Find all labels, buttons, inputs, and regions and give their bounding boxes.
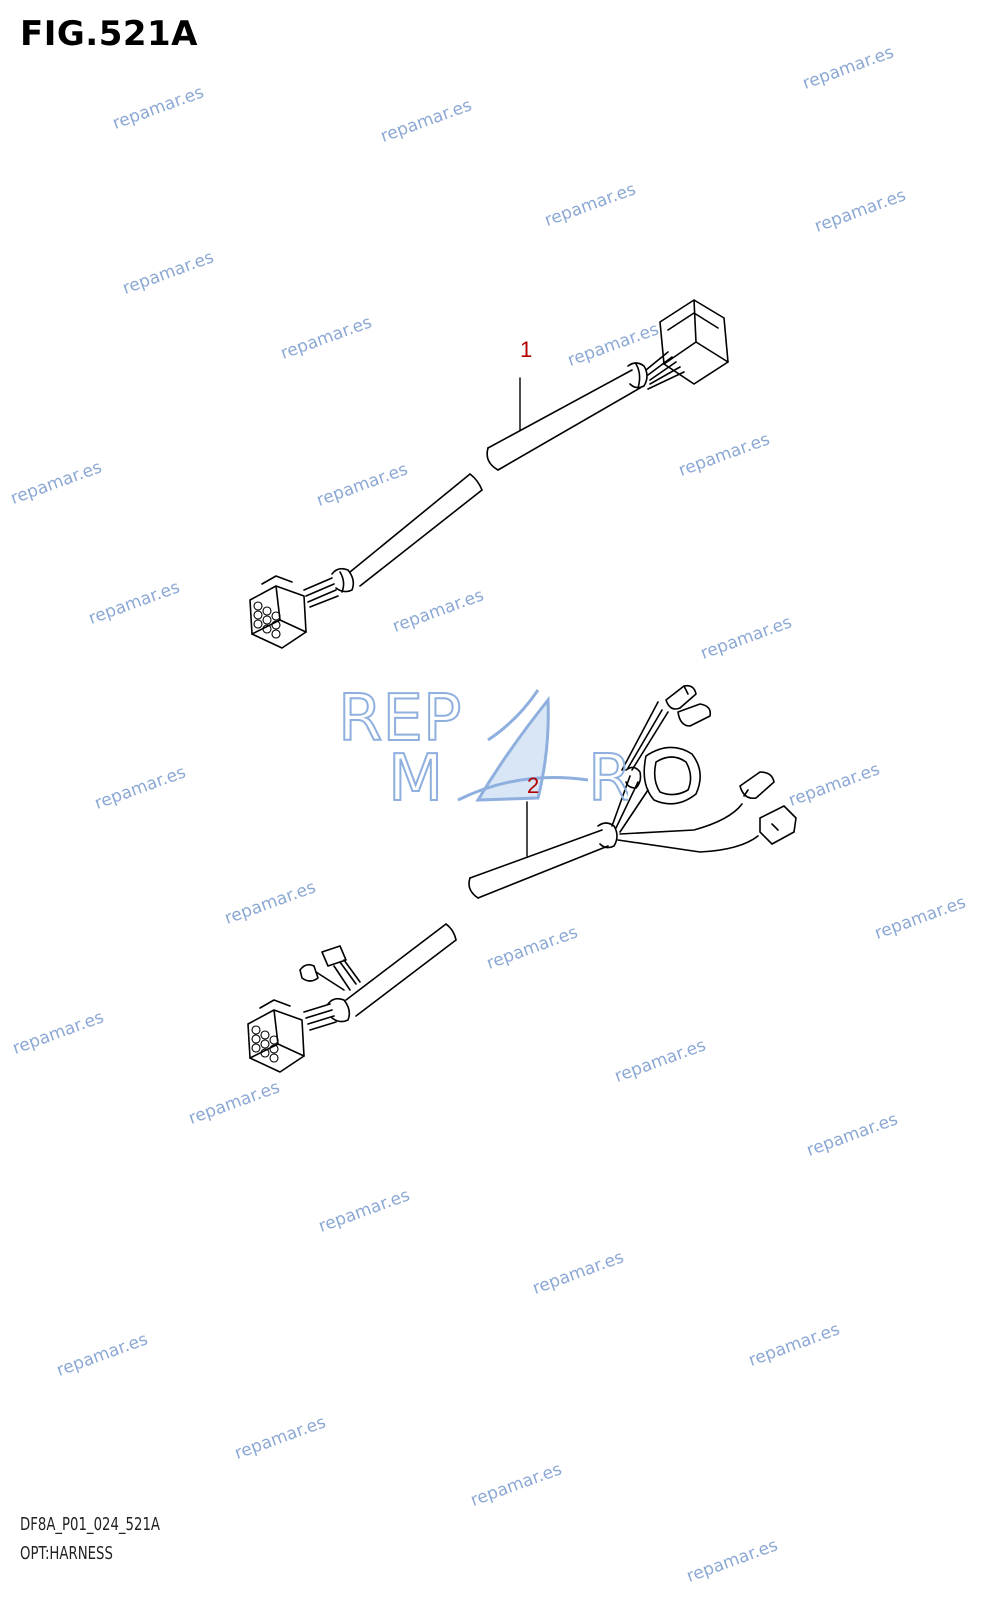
svg-text:M: M xyxy=(388,742,443,816)
plug-connector-c xyxy=(739,771,775,800)
plug-connector-a xyxy=(665,684,697,710)
callout-2: 2 xyxy=(527,773,540,798)
connector-upper-1 xyxy=(659,299,729,385)
connector-lower-2 xyxy=(247,999,305,1073)
figure-title: FIG.521A xyxy=(20,14,198,54)
harness-1 xyxy=(249,299,729,649)
callout-1: 1 xyxy=(520,337,533,362)
connector-lower-1 xyxy=(249,575,307,649)
svg-text:REP: REP xyxy=(338,682,462,756)
plug-connector-b xyxy=(677,703,712,727)
watermark-logo: REP M R xyxy=(338,681,628,817)
svg-text:R: R xyxy=(588,742,628,816)
harness-2 xyxy=(247,684,797,1073)
footer-code: DF8A_P01_024_521A xyxy=(20,1514,160,1535)
small-connector-f xyxy=(299,963,345,991)
small-connector-e xyxy=(321,945,361,991)
plug-connector-d xyxy=(759,805,797,845)
footer-name: OPT:HARNESS xyxy=(20,1543,113,1564)
grommet xyxy=(643,746,701,805)
